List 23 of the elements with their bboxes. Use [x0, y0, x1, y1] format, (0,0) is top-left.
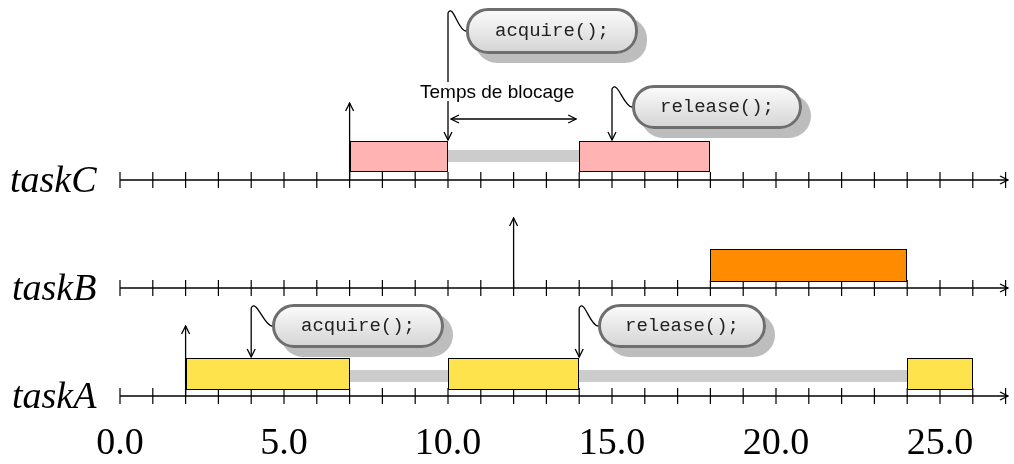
tick-label: 10.0	[414, 422, 482, 460]
dimension-label: Temps de blocage	[420, 82, 575, 101]
blocked-bar	[448, 150, 580, 162]
execution-bar	[349, 141, 448, 172]
leader-line	[574, 305, 599, 358]
execution-bar	[448, 358, 580, 390]
execution-bar	[579, 141, 711, 172]
task-name: taskC	[10, 160, 97, 198]
execution-bar	[710, 249, 908, 282]
task-name: taskA	[12, 376, 97, 414]
task-name: taskB	[12, 268, 97, 306]
leader-line	[443, 10, 467, 141]
leader-line	[607, 86, 633, 141]
tick-label: 15.0	[578, 422, 646, 460]
tick-label: 20.0	[742, 422, 810, 460]
execution-bar	[185, 358, 350, 390]
blocked-bar	[579, 370, 908, 382]
blocked-bar	[349, 370, 448, 382]
leader-line	[246, 305, 273, 358]
tick-label: 25.0	[906, 422, 974, 460]
tick-label: 5.0	[260, 422, 308, 460]
execution-bar	[907, 358, 973, 390]
tick-label: 0.0	[96, 422, 144, 460]
